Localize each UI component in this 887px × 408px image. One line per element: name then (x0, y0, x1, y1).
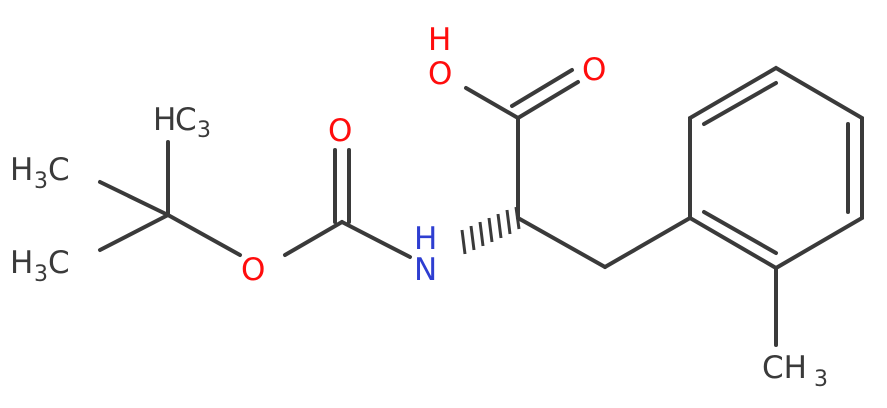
svg-text:H: H (153, 102, 176, 138)
label-nh: H N (414, 221, 437, 288)
label-h3c-upper: H 3 C (10, 152, 70, 194)
bond-carboxyl-double-a (516, 80, 580, 120)
bond-tbu-c-to-ch3-upper (98, 180, 170, 217)
label-ch3-top: H C (153, 102, 197, 138)
svg-text:H: H (414, 221, 437, 257)
bond-tbu-c-to-ester-o (166, 213, 242, 257)
svg-text:C: C (175, 102, 197, 138)
svg-text:CH: CH (762, 350, 807, 386)
ring-inner-double-1 (702, 81, 778, 126)
ring-inner-double-3 (702, 210, 778, 255)
label-ester-o: O (241, 252, 265, 288)
svg-text:3: 3 (34, 262, 48, 287)
label-acid-carbonyl-o: O (582, 52, 606, 88)
bond-carboxyl-double-b (510, 68, 574, 108)
svg-text:H: H (428, 22, 451, 58)
bond-carbonyl-c-to-n (340, 220, 412, 259)
svg-text:N: N (414, 252, 437, 288)
svg-text:O: O (428, 56, 452, 92)
label-boc-carbonyl-o: O (328, 113, 352, 149)
bond-tbu-c-to-ch3-lower (98, 213, 170, 252)
svg-text:C: C (48, 152, 70, 188)
label-oh: H O (428, 22, 452, 92)
label-ch3-top-sub: 3 (197, 118, 211, 143)
bond-carboxyl-c-to-oh (464, 86, 520, 120)
hashed-wedge-bond (460, 206, 521, 255)
bond-ester-o-to-carbonyl-c (283, 220, 344, 257)
svg-text:C: C (48, 245, 70, 281)
bond-alpha-c-to-ch2 (516, 216, 607, 269)
svg-text:H: H (10, 152, 33, 188)
label-ch3-ring: CH 3 (762, 350, 828, 392)
svg-text:3: 3 (814, 367, 828, 392)
label-h3c-lower: H 3 C (10, 245, 70, 287)
svg-text:3: 3 (34, 169, 48, 194)
svg-text:H: H (10, 245, 33, 281)
bond-ch2-to-ring (603, 216, 692, 269)
benzene-ring (688, 65, 864, 271)
